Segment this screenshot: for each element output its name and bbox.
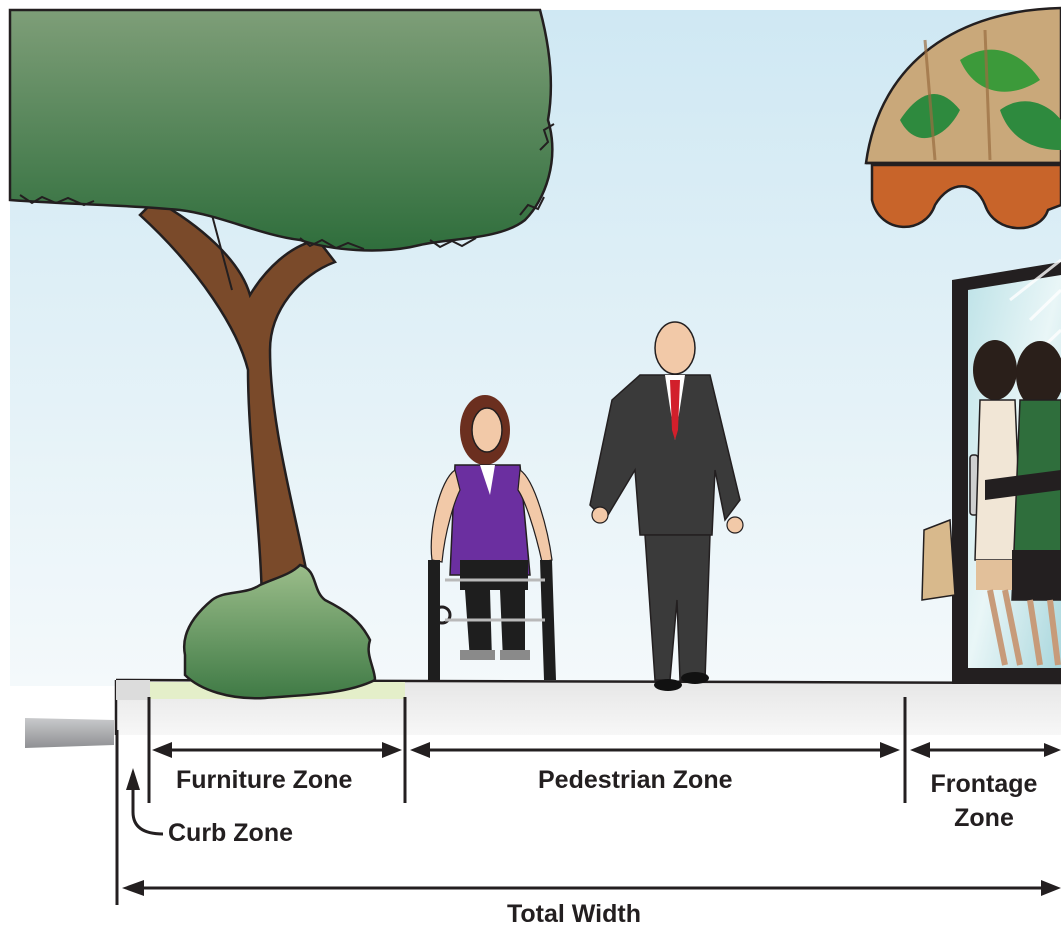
dimension-lines — [115, 697, 1061, 905]
frontage-zone-label-line1: Frontage — [930, 770, 1038, 798]
road-surface — [25, 718, 114, 748]
curb-zone-label: Curb Zone — [168, 819, 293, 847]
pedestrian-zone-label: Pedestrian Zone — [538, 766, 733, 794]
frontage-zone-label-line2: Zone — [954, 804, 1014, 832]
total-width-label: Total Width — [507, 900, 641, 926]
wheelchair-user-icon — [428, 395, 556, 680]
total-width-arrow — [122, 880, 1061, 896]
shrub-icon — [182, 563, 377, 700]
furniture-zone-label: Furniture Zone — [176, 766, 353, 794]
tree-icon — [8, 8, 555, 602]
awning-icon — [864, 6, 1061, 230]
furniture-zone-arrow — [152, 742, 402, 758]
curb-zone-arrow — [126, 768, 164, 836]
shoppers-icon — [921, 340, 1061, 666]
frontage-zone-arrow — [910, 742, 1061, 758]
pedestrian-zone-arrow — [410, 742, 900, 758]
businessman-icon — [589, 321, 744, 691]
